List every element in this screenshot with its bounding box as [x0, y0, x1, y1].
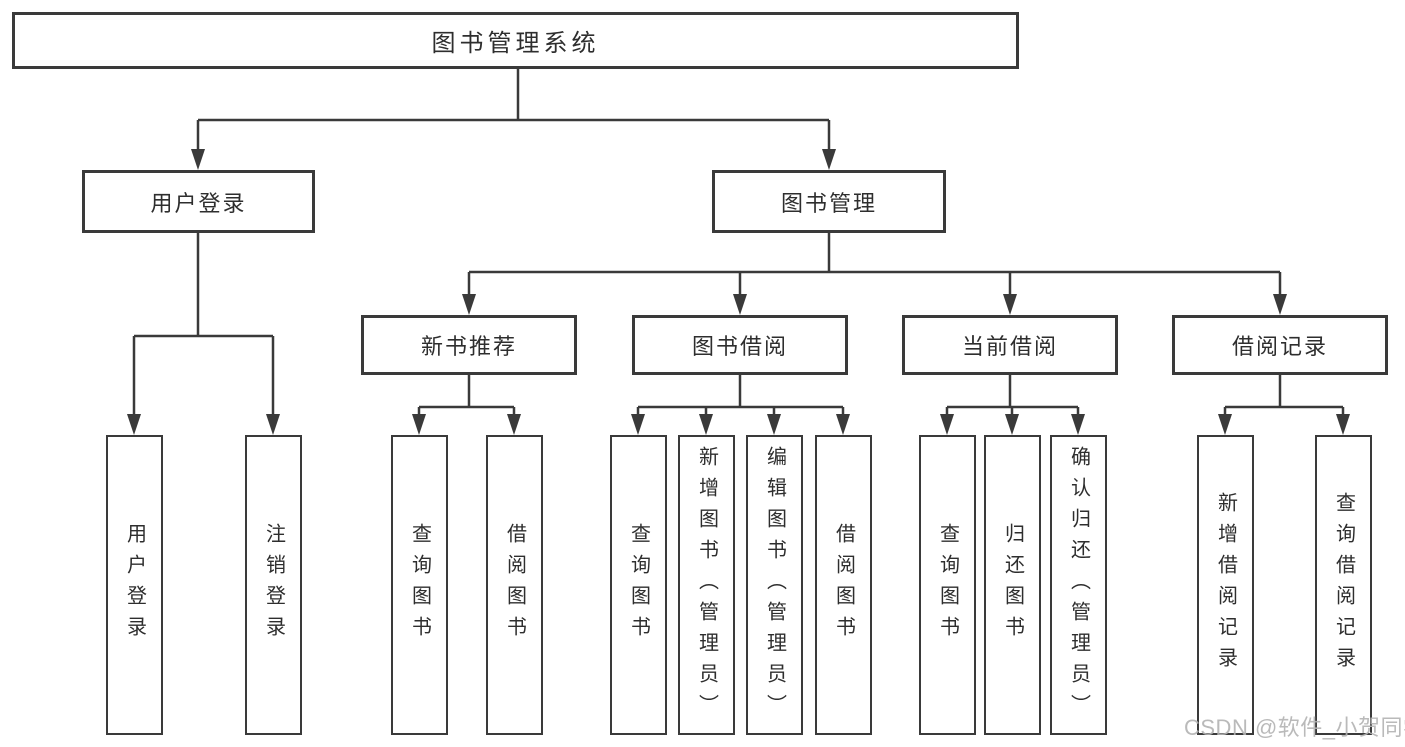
arrowhead-icon	[822, 149, 836, 170]
node-label: 确认归还（管理员）	[1067, 445, 1090, 725]
node-label: 查询借阅记录	[1332, 492, 1355, 678]
leaf-add-books-admin: 新增图书（管理员）	[678, 435, 735, 735]
arrowhead-icon	[733, 294, 747, 315]
leaf-add-borrow-record: 新增借阅记录	[1197, 435, 1254, 735]
node-label: 查询图书	[936, 523, 959, 647]
leaf-logout: 注销登录	[245, 435, 302, 735]
connectors-book-management	[462, 233, 1287, 315]
connectors-book-borrowing	[631, 375, 850, 435]
leaf-edit-books-admin: 编辑图书（管理员）	[746, 435, 803, 735]
node-label: 用户登录	[123, 523, 146, 647]
arrowhead-icon	[836, 414, 850, 435]
node-user-login: 用户登录	[82, 170, 315, 233]
node-book-management: 图书管理	[712, 170, 946, 233]
arrowhead-icon	[1005, 414, 1019, 435]
node-label: 新书推荐	[420, 334, 517, 359]
arrowhead-icon	[699, 414, 713, 435]
arrowhead-icon	[940, 414, 954, 435]
node-current-borrowing: 当前借阅	[902, 315, 1118, 375]
node-label: 借阅记录	[1231, 334, 1328, 359]
node-label: 新增图书（管理员）	[695, 445, 718, 725]
leaf-query-books-current: 查询图书	[919, 435, 976, 735]
arrowhead-icon	[462, 294, 476, 315]
node-label: 编辑图书（管理员）	[763, 445, 786, 725]
connectors-user-login	[127, 233, 280, 435]
leaf-return-books: 归还图书	[984, 435, 1041, 735]
connectors-new-book-recommendation	[412, 375, 521, 435]
node-label: 借阅图书	[503, 523, 526, 647]
arrowhead-icon	[507, 414, 521, 435]
node-book-borrowing: 图书借阅	[632, 315, 848, 375]
node-new-book-recommendation: 新书推荐	[361, 315, 577, 375]
arrowhead-icon	[412, 414, 426, 435]
arrowhead-icon	[1273, 294, 1287, 315]
node-label: 图书管理	[780, 190, 877, 216]
leaf-user-login: 用户登录	[106, 435, 163, 735]
node-label: 当前借阅	[961, 334, 1058, 359]
leaf-confirm-return-admin: 确认归还（管理员）	[1050, 435, 1107, 735]
connectors-current-borrowing	[940, 375, 1085, 435]
connectors-borrowing-records	[1218, 375, 1350, 435]
node-label: 图书借阅	[691, 334, 788, 359]
arrowhead-icon	[1003, 294, 1017, 315]
arrowhead-icon	[1218, 414, 1232, 435]
leaf-borrow-books-borrowing: 借阅图书	[815, 435, 872, 735]
leaf-query-books-recommend: 查询图书	[391, 435, 448, 735]
node-label: 归还图书	[1001, 523, 1024, 647]
node-library-system: 图书管理系统	[12, 12, 1019, 69]
arrowhead-icon	[1336, 414, 1350, 435]
node-label: 借阅图书	[832, 523, 855, 647]
watermark: CSDN @软件_小贺同学	[1184, 715, 1405, 740]
arrowhead-icon	[127, 414, 141, 435]
arrowhead-icon	[631, 414, 645, 435]
node-label: 查询图书	[408, 523, 431, 647]
node-borrowing-records: 借阅记录	[1172, 315, 1388, 375]
leaf-borrow-books-recommend: 借阅图书	[486, 435, 543, 735]
node-label: 用户登录	[150, 190, 247, 216]
arrowhead-icon	[266, 414, 280, 435]
node-label: 图书管理系统	[431, 30, 600, 57]
leaf-query-books-borrowing: 查询图书	[610, 435, 667, 735]
arrowhead-icon	[1071, 414, 1085, 435]
node-label: 查询图书	[627, 523, 650, 647]
node-label: 新增借阅记录	[1214, 492, 1237, 678]
leaf-query-borrow-record: 查询借阅记录	[1315, 435, 1372, 735]
node-label: 注销登录	[262, 523, 285, 647]
connectors-root-to-level2	[191, 69, 836, 170]
arrowhead-icon	[767, 414, 781, 435]
arrowhead-icon	[191, 149, 205, 170]
